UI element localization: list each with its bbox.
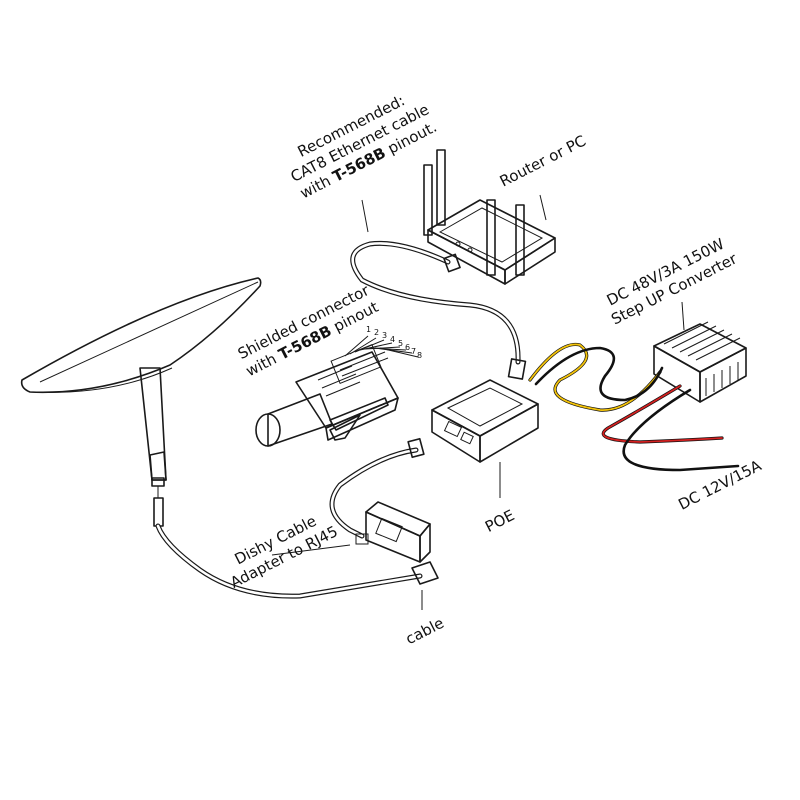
label-leaders [271, 194, 685, 610]
adapter-rj45-cable [329, 437, 425, 539]
pin-label-4: 4 [390, 335, 396, 344]
pin-label-1: 1 [366, 325, 372, 334]
poe-to-converter-wires [528, 342, 664, 412]
pin-label-3: 3 [382, 331, 388, 340]
pin-label-6: 6 [405, 343, 411, 352]
pin-label-7: 7 [411, 347, 417, 356]
poe-injector [431, 379, 539, 463]
shielded-connector [255, 335, 419, 447]
pin-label-8: 8 [417, 351, 423, 360]
pin-label-5: 5 [398, 339, 404, 348]
pin-label-2: 2 [374, 328, 380, 337]
step-up-converter [653, 321, 747, 403]
router [423, 149, 556, 285]
converter-to-dc-wires [601, 384, 740, 472]
starlink-dish [20, 277, 262, 527]
dishy-cable-adapter [355, 501, 431, 563]
dishy-cable [155, 523, 439, 599]
cat8-cable [350, 240, 527, 380]
